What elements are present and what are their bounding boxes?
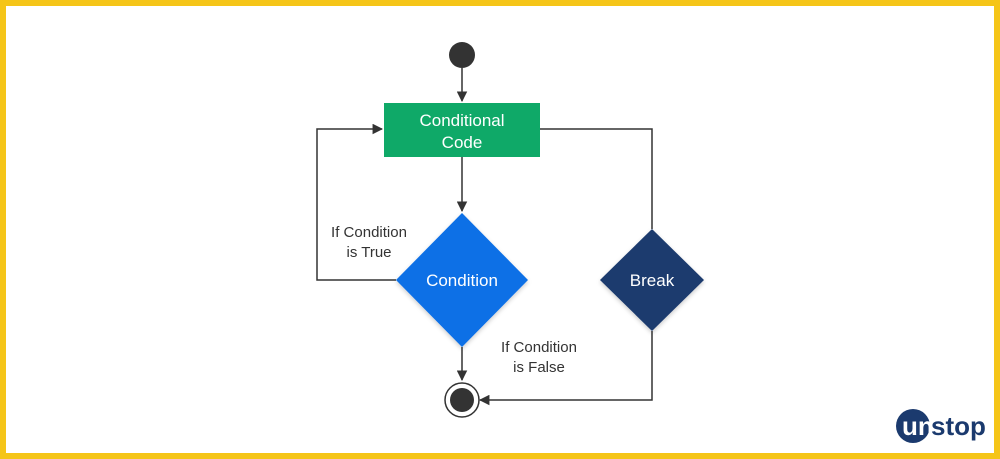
- false-label-line1: If Condition: [501, 339, 577, 356]
- conditional-code-label-line2: Code: [442, 133, 483, 152]
- svg-text:stop: stop: [931, 411, 986, 441]
- start-node: [449, 42, 475, 68]
- end-node: [450, 388, 474, 412]
- conditional-code-label-line1: Conditional: [419, 111, 504, 130]
- condition-node: [396, 213, 528, 347]
- true-label-line1: If Condition: [331, 224, 407, 241]
- svg-text:un: un: [902, 411, 934, 441]
- unstop-logo: un stop: [896, 409, 986, 443]
- conditional-code-node: [384, 103, 540, 157]
- condition-label: Condition: [426, 271, 498, 290]
- edge-true-loop: [316, 123, 396, 281]
- edge-break-to-end: [478, 331, 653, 406]
- flowchart: Conditional Code Condition If Condition …: [316, 42, 704, 418]
- break-node: [600, 229, 704, 331]
- true-label-line2: is True: [346, 244, 391, 261]
- edge-code-to-break: [540, 128, 653, 229]
- false-label-line2: is False: [513, 359, 565, 376]
- break-label: Break: [630, 271, 675, 290]
